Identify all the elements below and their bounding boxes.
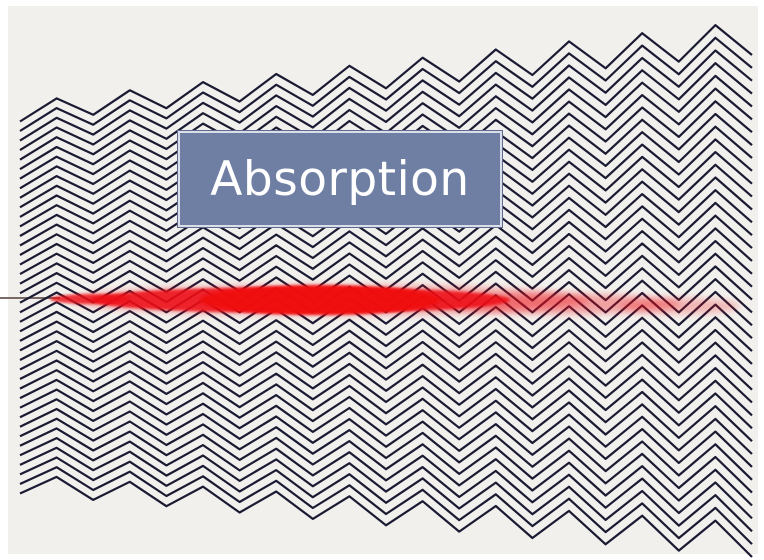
wave-line (19, 189, 753, 247)
wave-line (19, 388, 753, 442)
wave-line (19, 456, 753, 533)
wave-line (19, 369, 753, 417)
wave-line (19, 36, 753, 132)
wave-line (19, 359, 753, 404)
wave-line (19, 417, 753, 481)
wave-line (19, 437, 753, 507)
wave-line (19, 62, 753, 152)
wave-line (19, 466, 753, 545)
absorption-label-box: Absorption (178, 131, 502, 227)
wave-line (19, 475, 753, 558)
wave-line (19, 349, 753, 391)
absorption-beam (50, 285, 740, 315)
wave-line (19, 378, 753, 430)
wave-line (19, 328, 753, 365)
absorption-label: Absorption (210, 151, 470, 207)
paper-background (8, 6, 758, 554)
wave-line (19, 316, 753, 352)
wave-line (19, 303, 753, 340)
wave-line (19, 446, 753, 520)
wave-line (19, 427, 753, 494)
wave-line (19, 201, 753, 256)
wave-line (19, 49, 753, 142)
wave-line (19, 214, 753, 266)
wave-line (19, 340, 753, 378)
wave-line (19, 240, 753, 285)
wave-line (19, 407, 753, 468)
wave-line (19, 227, 753, 276)
wave-line (19, 24, 753, 123)
wave-line (19, 398, 753, 455)
